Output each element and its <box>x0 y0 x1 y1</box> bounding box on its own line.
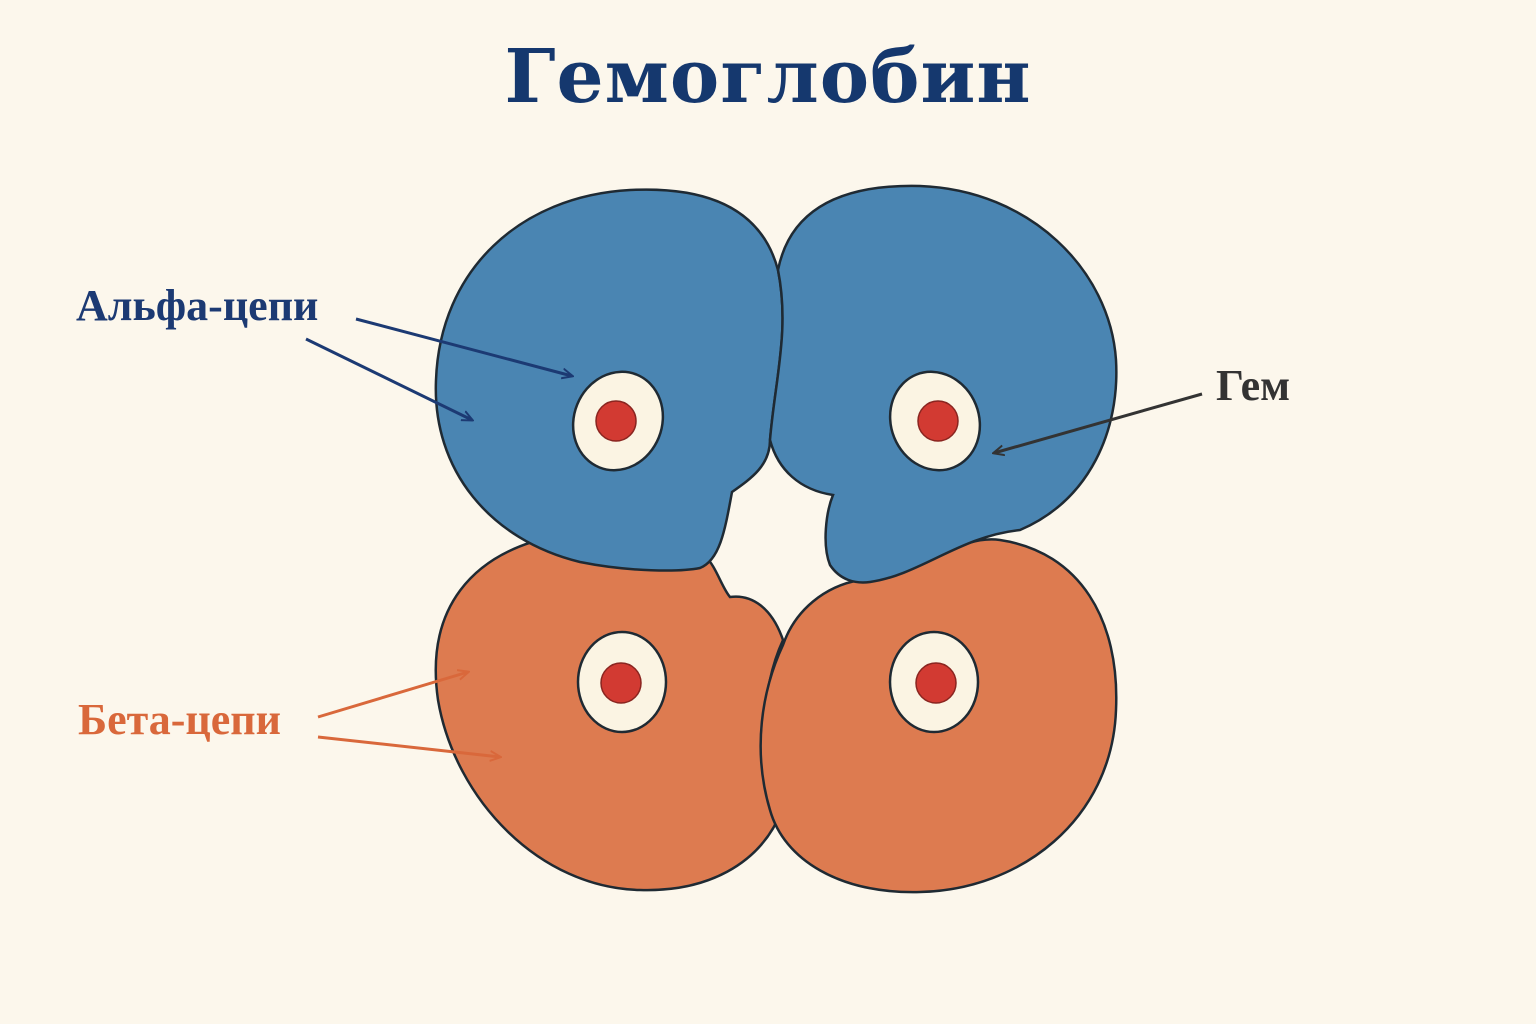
alpha-chains-label: Альфа-цепи <box>76 281 319 330</box>
beta-arrow-upper <box>317 672 468 719</box>
heme-group-alpha-left <box>571 370 665 472</box>
heme-group-alpha-right <box>888 370 982 472</box>
beta-arrow-lower <box>317 735 500 757</box>
page-title: Гемоглобин <box>504 34 1032 120</box>
heme-group-beta-left <box>576 630 668 734</box>
heme-group-beta-right <box>888 630 980 734</box>
beta-chains-label: Бета-цепи <box>78 695 282 744</box>
alpha-arrow-upper <box>355 317 572 376</box>
heme-arrow <box>994 392 1203 453</box>
heme-label: Гем <box>1216 361 1291 410</box>
alpha-arrow-lower <box>305 337 472 420</box>
